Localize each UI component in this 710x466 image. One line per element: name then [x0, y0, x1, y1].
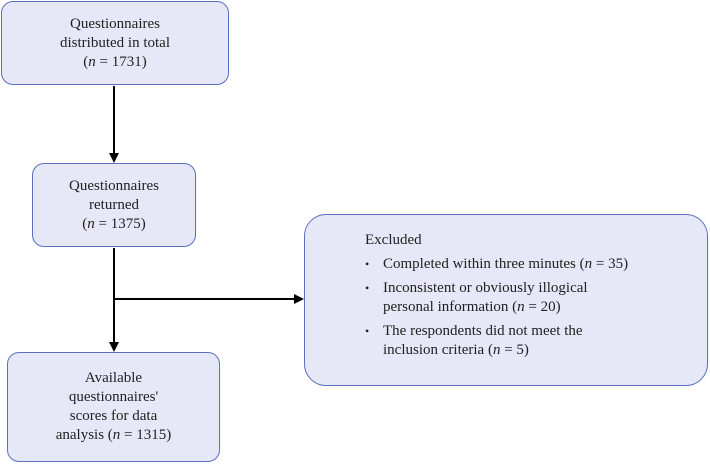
box-distributed-count: (n = 1731)	[83, 53, 147, 70]
bullet-icon: •	[365, 257, 370, 271]
box-returned: Questionnaires returned (n = 1375)	[32, 163, 196, 247]
n-symbol: n	[88, 53, 96, 70]
box-available-line2: questionnaires'	[68, 389, 159, 405]
n-symbol: n	[584, 256, 593, 272]
excluded-item: • The respondents did not meet the inclu…	[365, 323, 583, 358]
n-symbol: n	[517, 299, 525, 315]
box-returned-line1: Questionnaires	[69, 177, 159, 194]
excluded-item: • Inconsistent or obviously illogical pe…	[365, 280, 588, 315]
n-symbol: n	[87, 215, 95, 232]
box-available: Available questionnaires' scores for dat…	[7, 352, 220, 462]
box-distributed-line1: Questionnaires	[70, 15, 160, 32]
excluded-content: Excluded • Completed within three minute…	[365, 231, 628, 365]
box-available-count: analysis (n = 1315)	[55, 427, 172, 443]
box-excluded: Excluded • Completed within three minute…	[304, 214, 708, 386]
box-available-line1: Available	[84, 370, 143, 386]
box-distributed-line2: distributed in total	[60, 34, 170, 51]
n-symbol: n	[492, 342, 501, 358]
box-returned-count: (n = 1375)	[82, 215, 146, 232]
box-distributed: Questionnaires distributed in total (n =…	[1, 1, 229, 85]
n-symbol: n	[112, 427, 121, 443]
box-returned-line2: returned	[89, 196, 139, 213]
box-available-line3: scores for data	[69, 408, 158, 424]
bullet-icon: •	[365, 281, 370, 295]
excluded-title: Excluded	[365, 232, 422, 248]
excluded-item: • Completed within three minutes (n = 35…	[365, 256, 629, 272]
bullet-icon: •	[365, 324, 370, 338]
